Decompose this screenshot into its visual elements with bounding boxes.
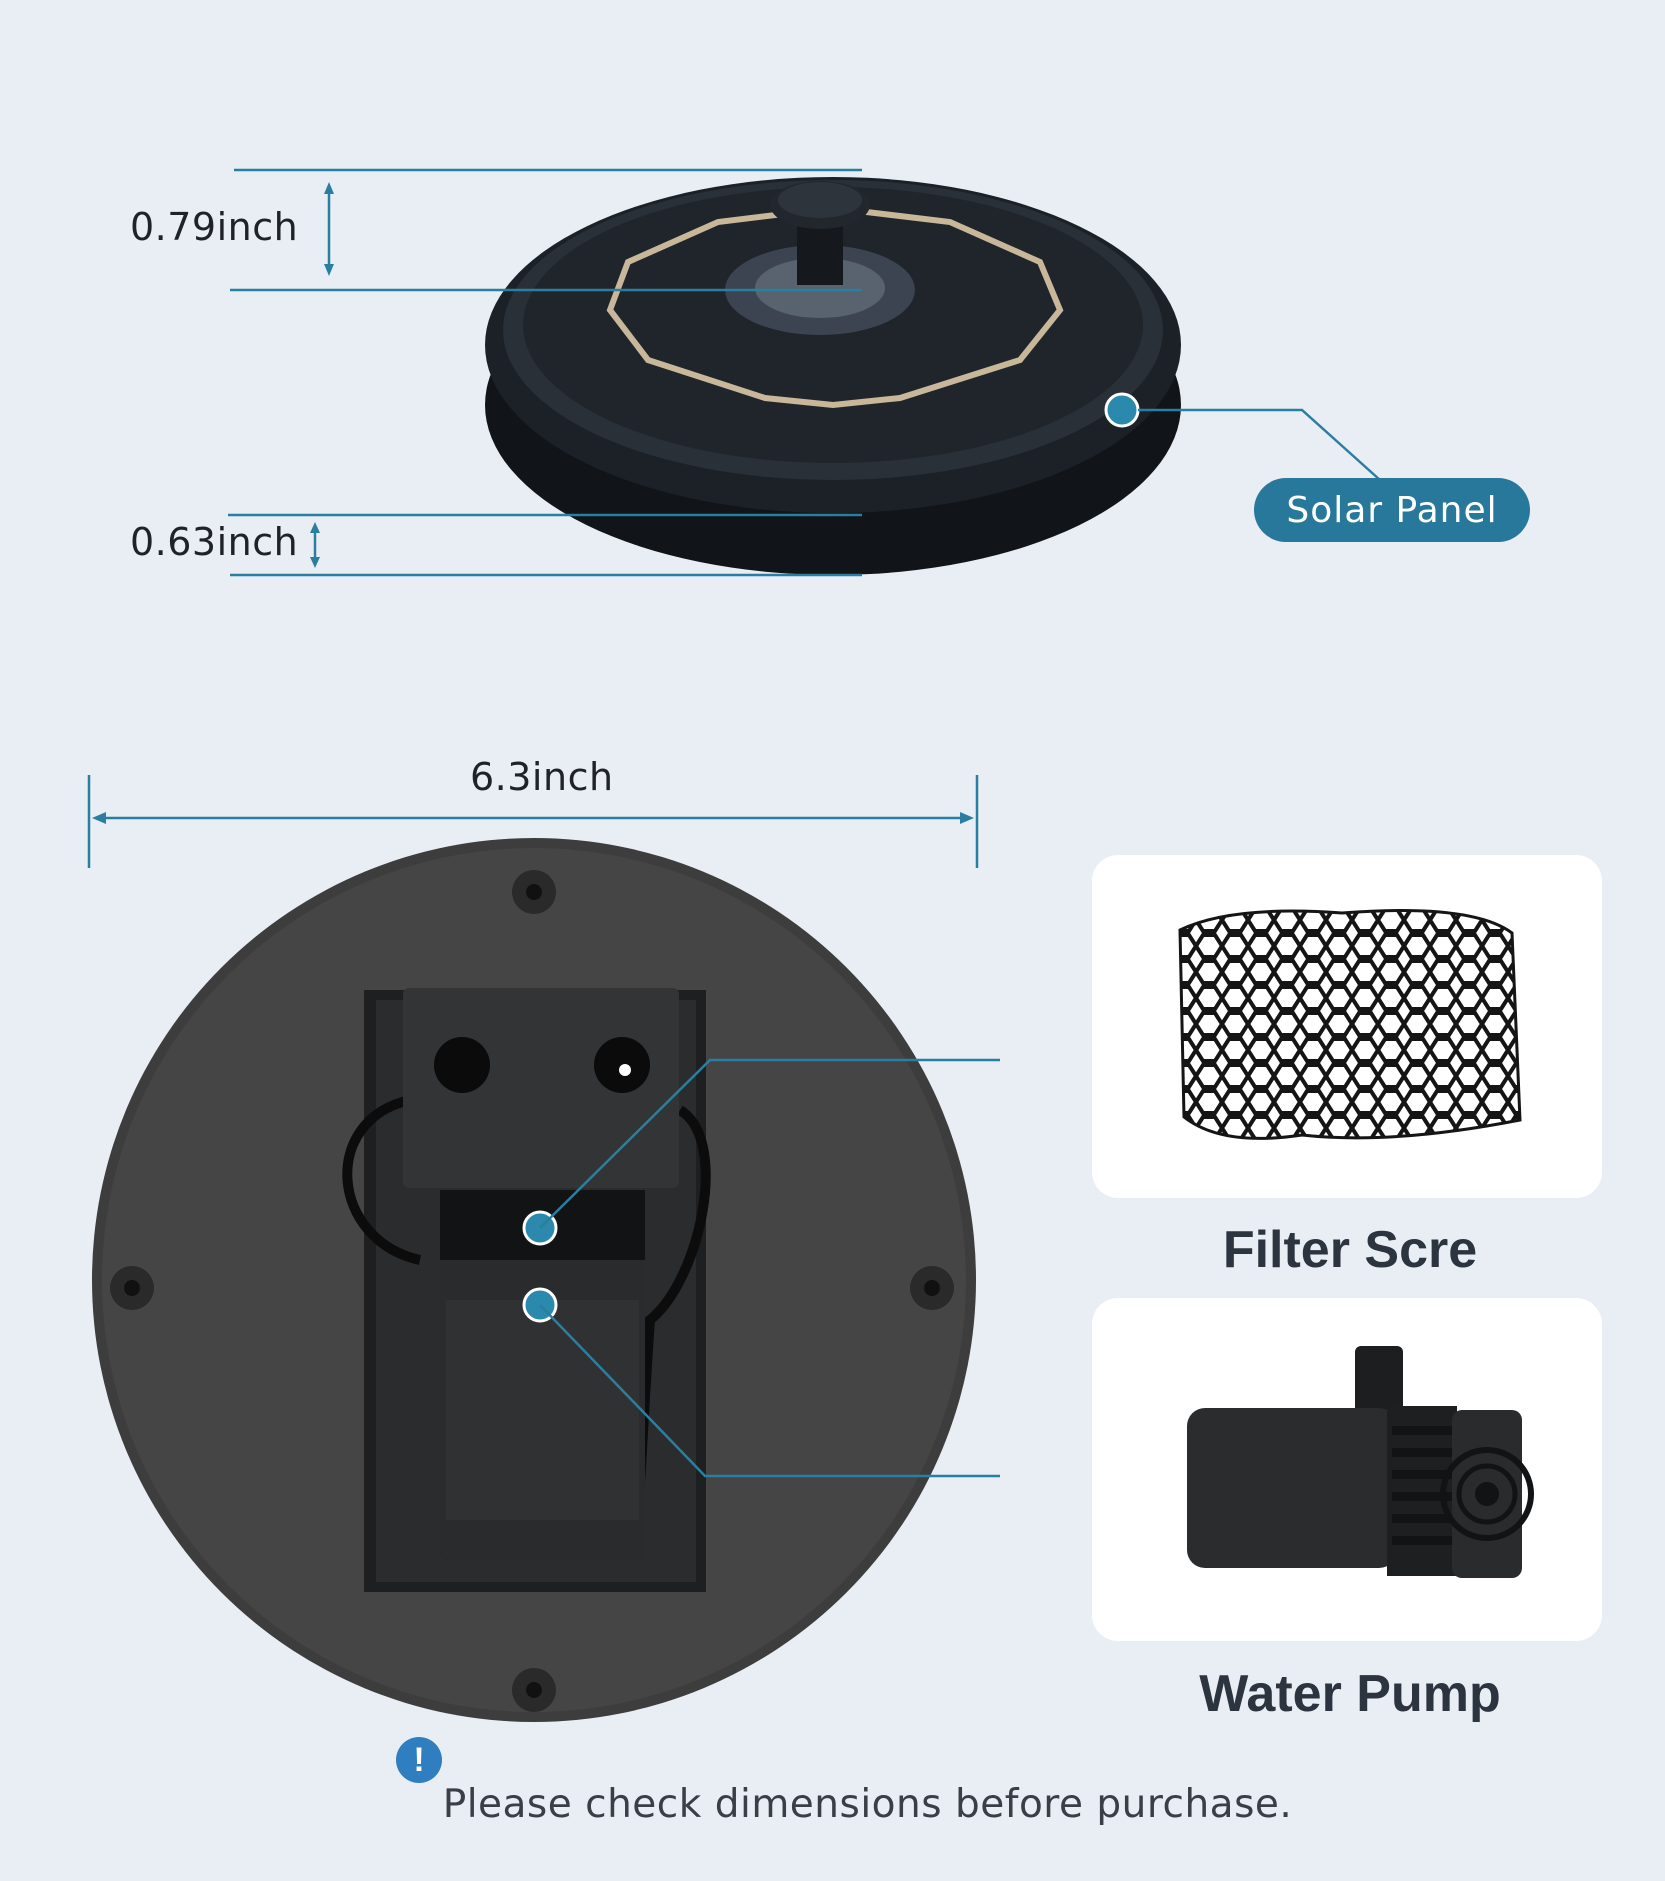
exclamation-icon: ! [396,1737,442,1783]
water-pump-label: Water Pump [1199,1665,1501,1723]
water-pump-card [1092,1298,1602,1641]
fountain-bottom-view [87,775,1000,1722]
dimension-notice: Please check dimensions before purchase. [442,1782,1293,1827]
diameter-label: 6.3inch [470,755,614,799]
solar-panel-callout: Solar Panel [1254,478,1530,542]
filter-label: Filter Scre [1222,1221,1478,1279]
filter-sponge-card [1092,855,1602,1198]
fountain-side-view [228,168,1381,577]
filter-sponge-icon [1178,909,1522,1140]
top-height-label: 0.79inch [130,205,299,249]
water-pump-icon [1187,1346,1534,1578]
base-height-label: 0.63inch [130,520,299,564]
